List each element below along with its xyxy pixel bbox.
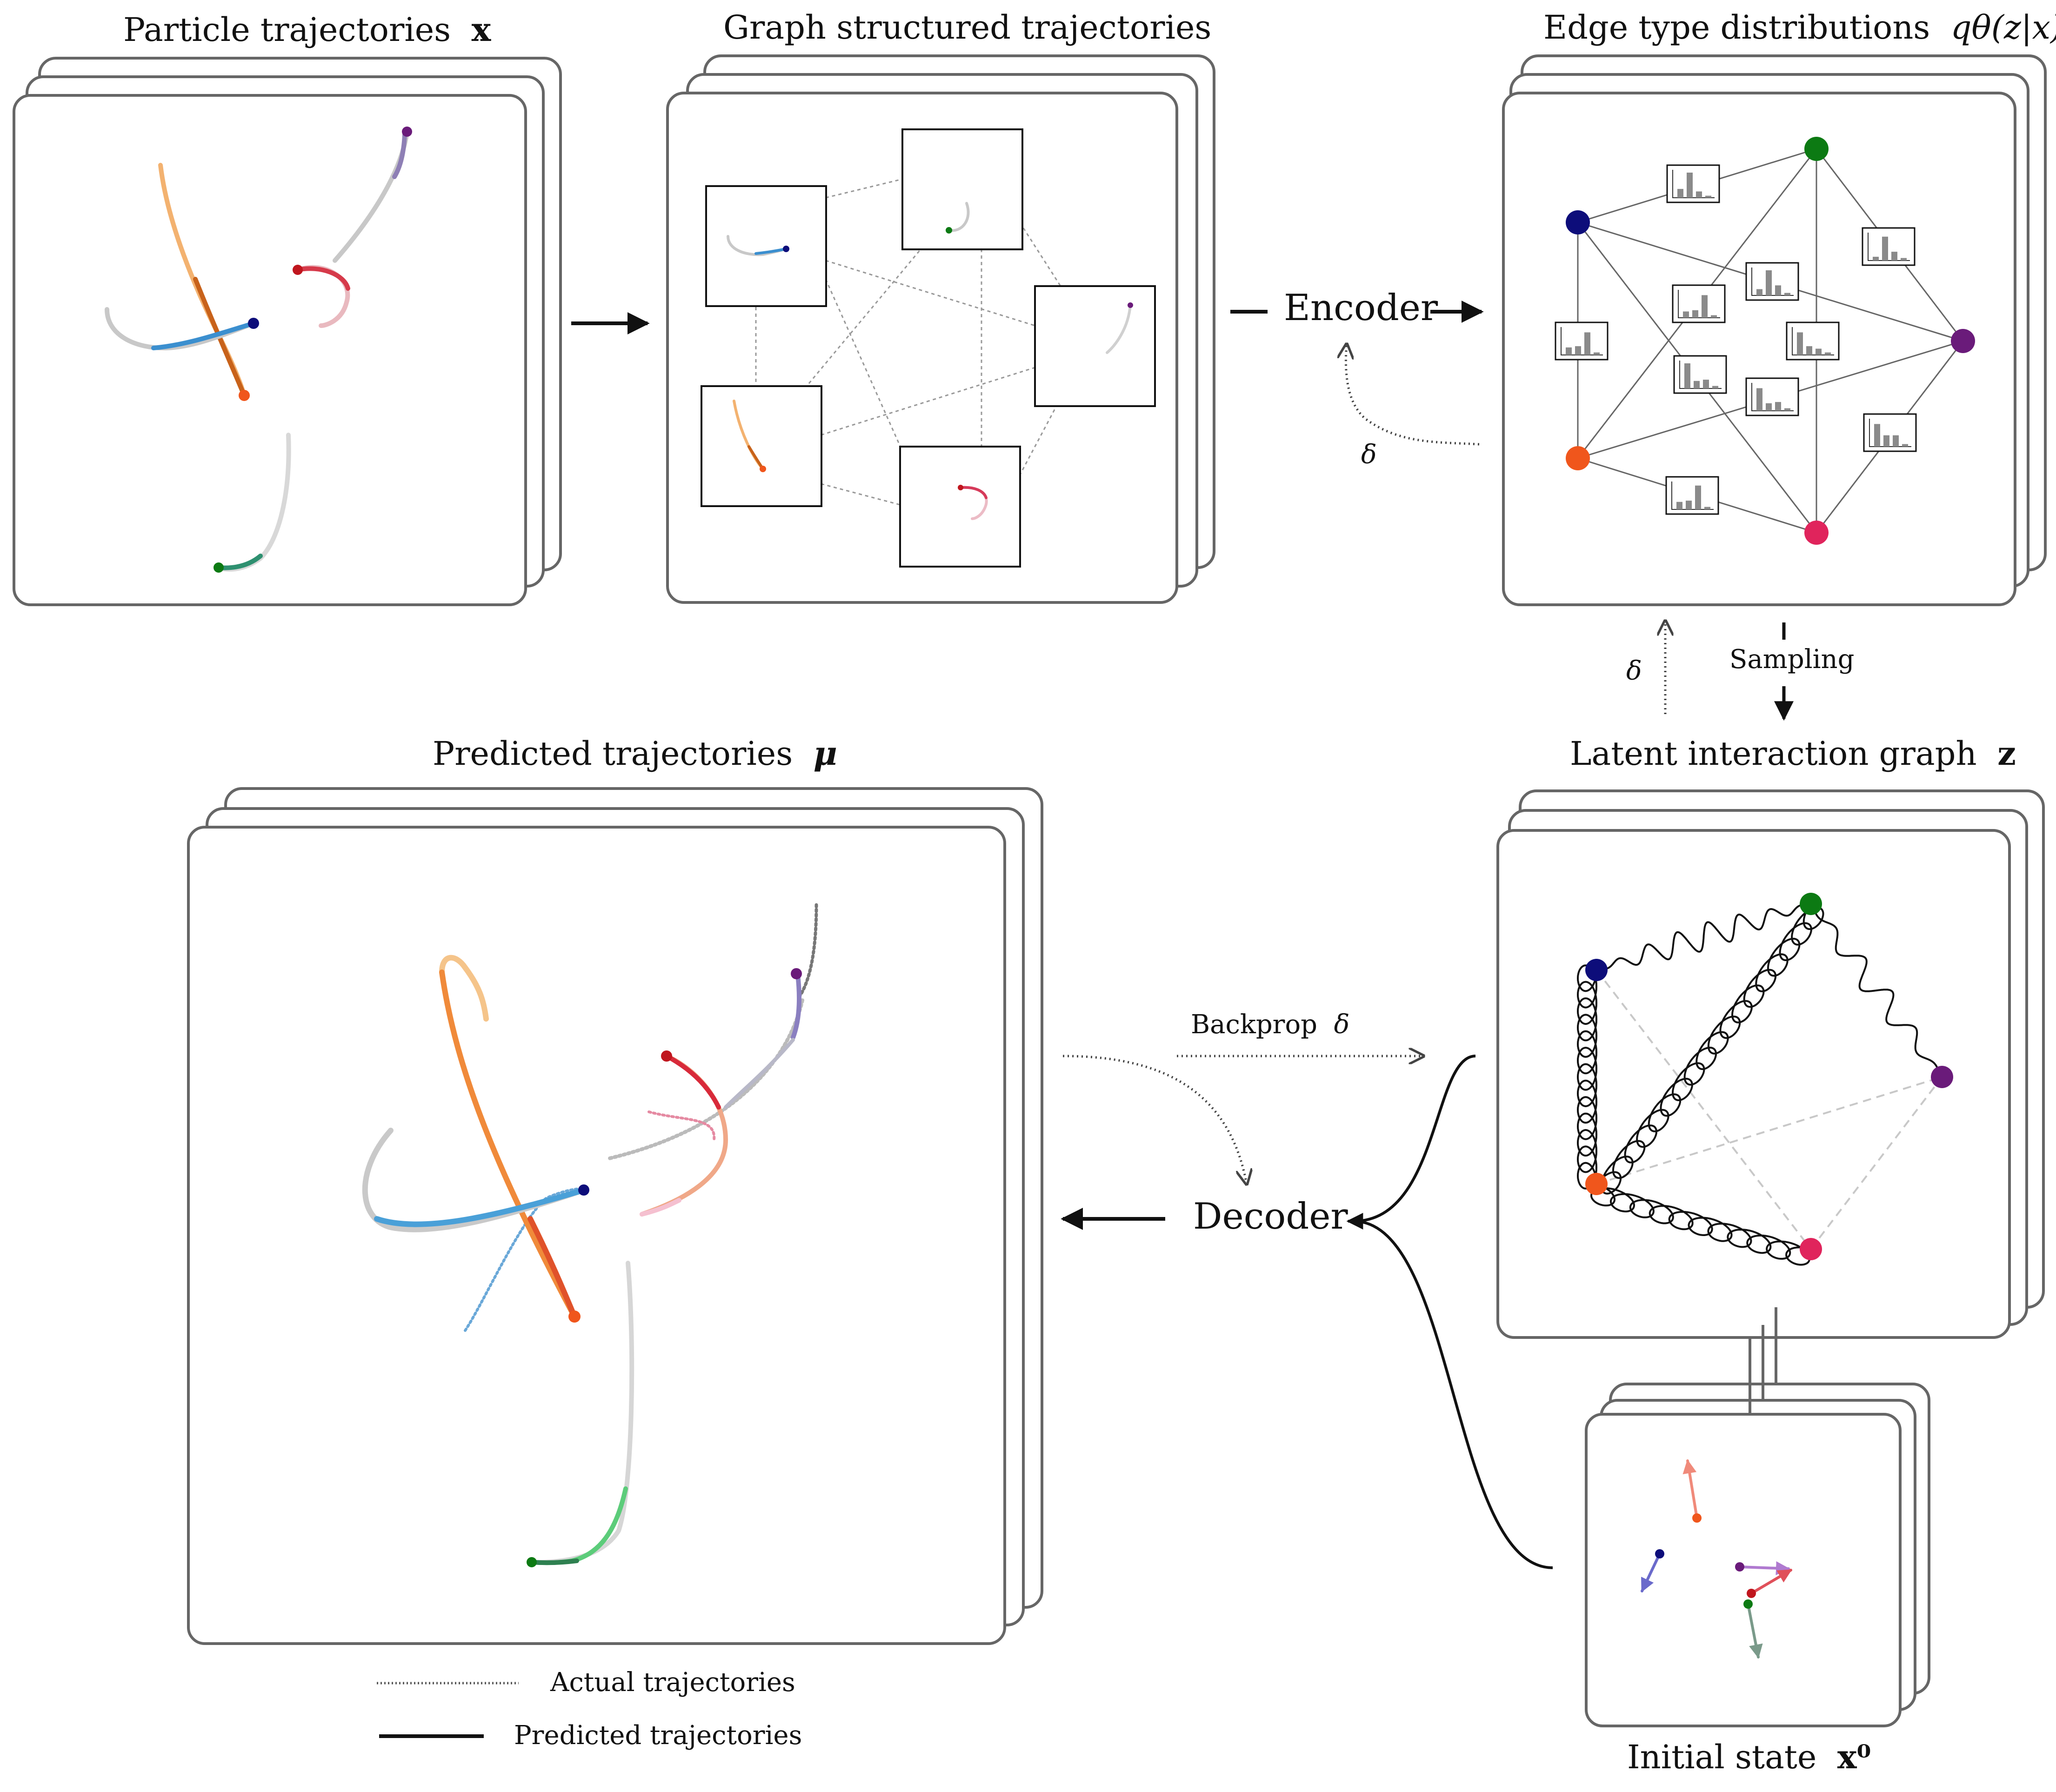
- initial-panel-frames: [1585, 1383, 1930, 1727]
- edge-histogram-3: [1555, 321, 1609, 361]
- edge-title-text: Edge type distributions: [1543, 8, 1930, 47]
- particle-title-symbol: x: [471, 10, 491, 49]
- backprop-delta: δ: [1334, 1010, 1350, 1040]
- latent-node-orange: [1585, 1173, 1608, 1195]
- graph-edges: [755, 178, 1061, 506]
- latent-interaction-graph: [1576, 893, 1953, 1266]
- predicted-panel-title: Predicted trajectories μ: [433, 734, 837, 773]
- brace-from-initial: [1353, 1220, 1553, 1569]
- predicted-title-text: Predicted trajectories: [433, 735, 793, 773]
- edge-histogram-9: [1863, 413, 1917, 452]
- latent-title-symbol: z: [1997, 734, 2016, 773]
- brace-to-decoder: [1353, 1055, 1476, 1223]
- legend-predicted-label: Predicted trajectories: [514, 1720, 802, 1751]
- edge-delta-label: δ: [1626, 656, 1642, 686]
- node-orange: [1566, 446, 1590, 470]
- node-purple: [1951, 329, 1975, 353]
- particle-trajectories-plot: [105, 127, 412, 573]
- graph-node-boxes: [701, 128, 1156, 568]
- initial-state-plot: [1641, 1459, 1792, 1658]
- node-green: [1804, 137, 1829, 161]
- decoder-label: Decoder: [1193, 1196, 1348, 1237]
- initial-panel-title: Initial state x⁰: [1627, 1738, 1871, 1776]
- latent-spring-edges: [1576, 903, 1824, 1266]
- latent-title-text: Latent interaction graph: [1570, 735, 1977, 773]
- edge-distribution-graph: [1555, 137, 1975, 545]
- latent-panel-title: Latent interaction graph z: [1570, 734, 2016, 773]
- backprop-label: Backprop δ: [1191, 1010, 1349, 1040]
- predicted-panel-frames: [187, 787, 1043, 1645]
- edge-histogram-4: [1672, 284, 1726, 323]
- backprop-to-decoder-arrow: [1062, 1055, 1247, 1184]
- latent-wavy-edges: [1596, 903, 1943, 1078]
- edge-histogram-1: [1666, 164, 1720, 203]
- graph-title-text: Graph structured trajectories: [723, 8, 1212, 47]
- latent-nodes: [1585, 893, 1953, 1260]
- stack-connectors: [1749, 1307, 1777, 1414]
- node-pink: [1804, 521, 1829, 545]
- edge-histogram-10: [1665, 476, 1719, 515]
- node-navy: [1566, 210, 1590, 234]
- initial-title-text: Initial state: [1627, 1738, 1817, 1776]
- encoder-label: Encoder: [1284, 287, 1438, 329]
- graph-node-trajectories: [727, 202, 1133, 520]
- flow-arrows: [571, 301, 1794, 1569]
- latent-node-navy: [1585, 959, 1608, 981]
- encoder-delta-label: δ: [1361, 440, 1377, 470]
- edge-histograms: [1555, 164, 1917, 515]
- edge-histogram-7: [1673, 355, 1727, 394]
- predicted-title-symbol: μ: [813, 734, 837, 773]
- edge-dist-nodes: [1566, 137, 1975, 545]
- latent-null-edges: [1595, 969, 1943, 1250]
- edge-histogram-2: [1862, 227, 1916, 266]
- sampling-label: Sampling: [1729, 644, 1855, 675]
- initial-title-symbol: x⁰: [1837, 1738, 1871, 1776]
- latent-node-purple: [1931, 1066, 1953, 1088]
- particle-panel-frames: [13, 57, 562, 606]
- particle-panel-title: Particle trajectories x: [123, 10, 491, 49]
- edge-histogram-8: [1745, 377, 1799, 416]
- encoder-backprop-arrow: [1346, 344, 1480, 446]
- edge-histogram-5: [1745, 262, 1799, 301]
- graph-panel-title: Graph structured trajectories: [723, 8, 1211, 47]
- edge-title-symbol: qθ(z|x): [1950, 8, 2056, 47]
- predicted-trajectories-plot: [362, 903, 818, 1567]
- edge-histogram-6: [1786, 321, 1840, 361]
- legend-actual-label: Actual trajectories: [550, 1667, 795, 1698]
- latent-node-pink: [1800, 1238, 1822, 1260]
- backprop-text: Backprop: [1191, 1010, 1318, 1040]
- particle-title-text: Particle trajectories: [123, 11, 451, 49]
- latent-node-green: [1800, 893, 1822, 915]
- edge-panel-title: Edge type distributions qθ(z|x): [1543, 8, 2056, 47]
- graph-structured-plot: [701, 128, 1156, 568]
